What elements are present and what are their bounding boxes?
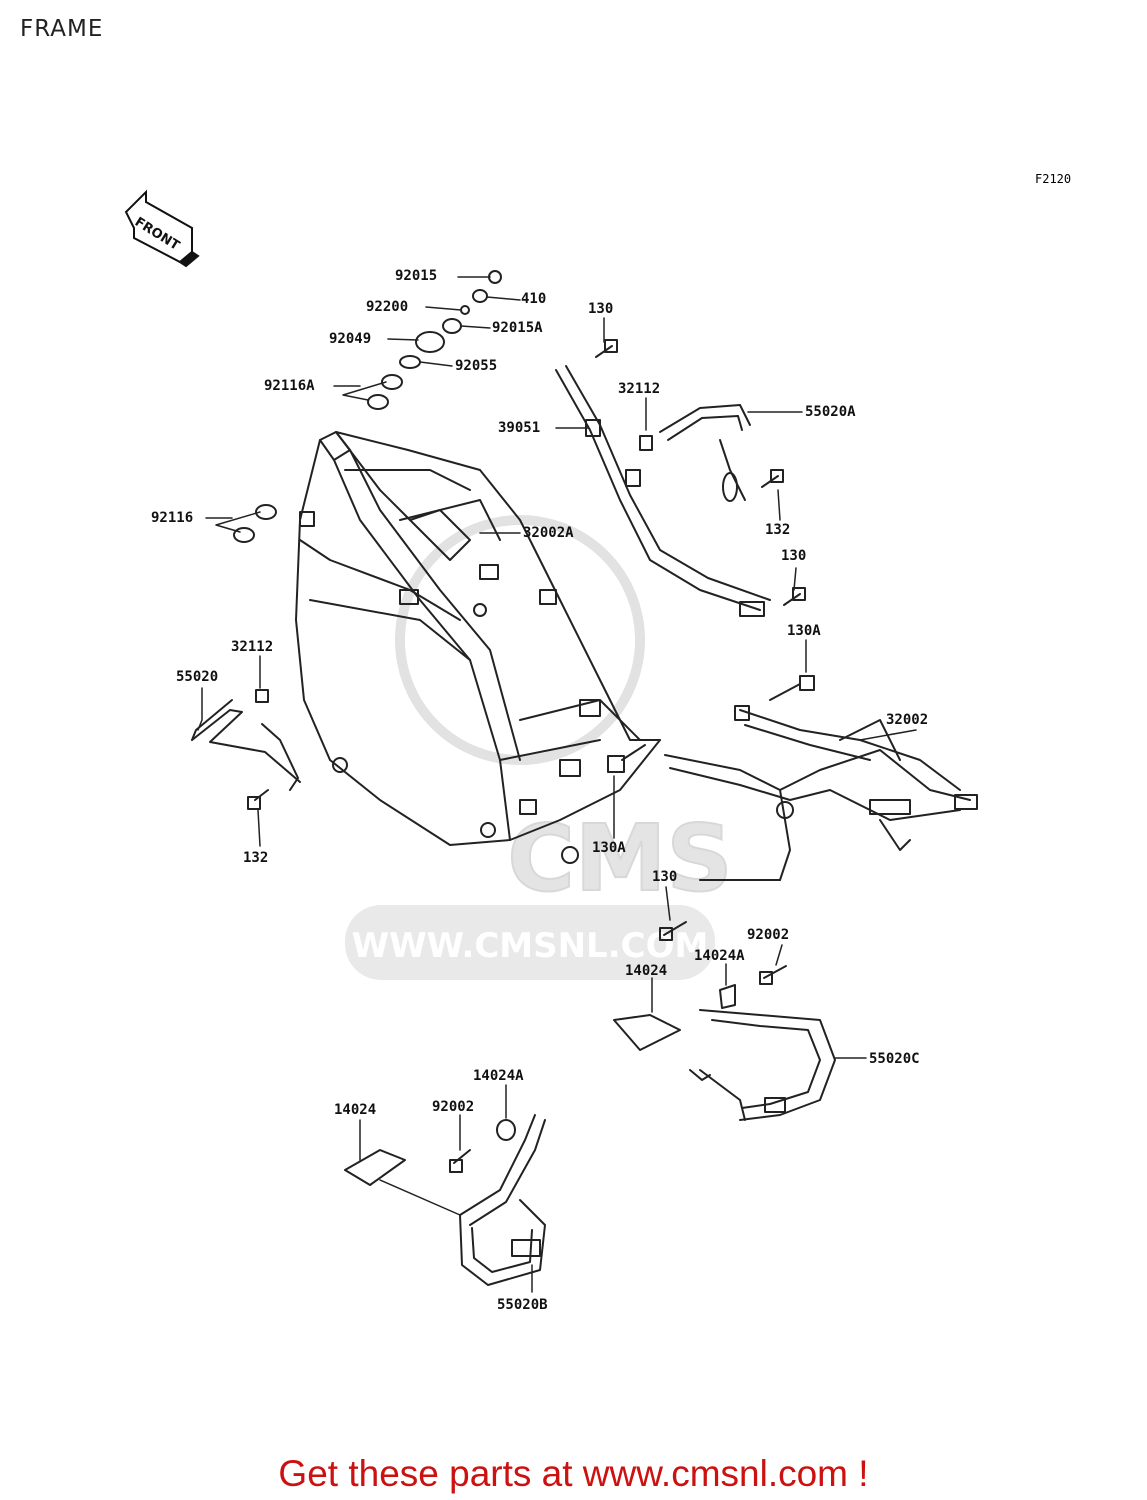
callout-130a-center: 130A — [592, 840, 626, 856]
callout-32002: 32002 — [886, 712, 929, 728]
bracket-39051 — [555, 365, 771, 617]
callout-32112-left: 32112 — [231, 639, 274, 655]
guard-55020c — [613, 984, 836, 1121]
callout-55020a: 55020A — [805, 404, 856, 420]
callout-14024-left: 14024 — [334, 1102, 377, 1118]
figure-code: F2120 — [1035, 172, 1072, 186]
callout-14024-right: 14024 — [625, 963, 668, 979]
callout-92116a: 92116A — [264, 378, 315, 394]
callout-92015: 92015 — [395, 268, 438, 284]
main-frame-32002a — [295, 431, 661, 864]
callout-410: 410 — [521, 291, 547, 307]
front-arrow-icon: FRONT — [124, 189, 200, 268]
callout-92002-right: 92002 — [747, 927, 790, 943]
guard-55020b — [344, 1114, 546, 1286]
callout-130a-right: 130A — [787, 623, 821, 639]
callout-132-left: 132 — [243, 850, 269, 866]
callout-92116: 92116 — [151, 510, 194, 526]
leader-lines — [197, 276, 917, 1293]
callout-55020: 55020 — [176, 669, 219, 685]
callout-55020c: 55020C — [869, 1051, 920, 1067]
callout-92049: 92049 — [329, 331, 372, 347]
callout-92015a: 92015A — [492, 320, 543, 336]
footer-link[interactable]: Get these parts at www.cmsnl.com ! — [278, 1453, 869, 1494]
watermark-logo: CMS — [507, 805, 732, 912]
callout-92055: 92055 — [455, 358, 498, 374]
callout-92002-left: 92002 — [432, 1099, 475, 1115]
callout-130-top: 130 — [588, 301, 614, 317]
callout-55020b: 55020B — [497, 1297, 548, 1313]
callout-92200: 92200 — [366, 299, 409, 315]
callout-32112-top: 32112 — [618, 381, 661, 397]
callout-39051: 39051 — [498, 420, 541, 436]
callout-14024a-right: 14024A — [694, 948, 745, 964]
cms-watermark: CMS WWW.CMSNL.COM — [345, 515, 734, 980]
callout-130-low: 130 — [652, 869, 678, 885]
rear-frame-32002 — [664, 705, 978, 881]
watermark-url: WWW.CMSNL.COM — [352, 926, 709, 966]
callout-130-mid: 130 — [781, 548, 807, 564]
bolt-icons — [247, 339, 815, 1173]
handle-55020 — [191, 689, 301, 791]
page-title: FRAME — [20, 16, 104, 42]
callout-132-right: 132 — [765, 522, 791, 538]
handle-55020a — [639, 404, 751, 502]
callout-14024a-left: 14024A — [473, 1068, 524, 1084]
callout-32002a: 32002A — [523, 525, 574, 541]
